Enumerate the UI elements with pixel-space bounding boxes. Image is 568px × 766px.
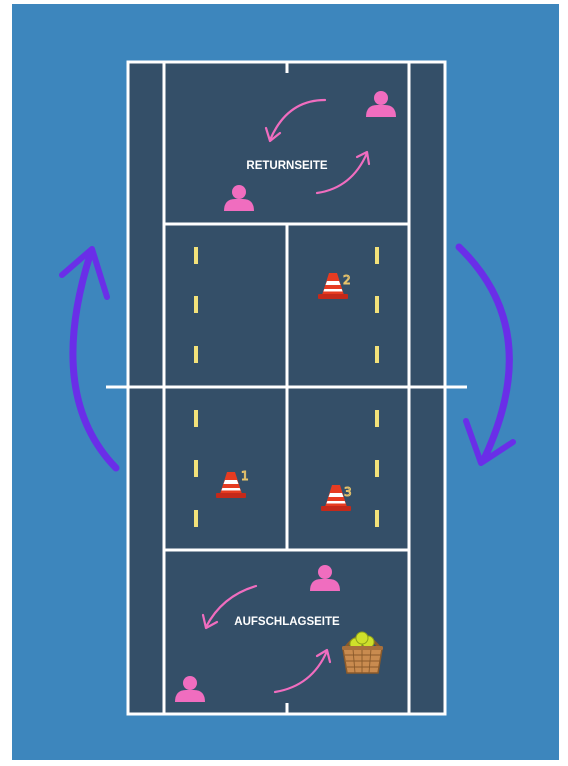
curved-arrow-icon: [273, 648, 332, 694]
cone-number: 2: [343, 273, 351, 287]
return-side-label: RETURNSEITE: [246, 160, 327, 172]
cone-2: 2: [318, 273, 351, 299]
ball-basket-icon: [342, 631, 383, 674]
dash-markers: [194, 247, 379, 527]
rotation-arrow-icon: [59, 246, 120, 472]
curved-arrow-icon: [201, 584, 258, 630]
cone-1: 1: [216, 469, 249, 498]
curved-arrow-icon: [315, 150, 371, 195]
rotation-arrow-icon: [455, 243, 516, 466]
cone-number: 3: [344, 485, 352, 499]
serve-side-label: AUFSCHLAGSEITE: [234, 616, 340, 628]
cone-3: 3: [321, 485, 352, 511]
cone-number: 1: [241, 469, 249, 483]
curved-arrow-icon: [264, 98, 327, 143]
